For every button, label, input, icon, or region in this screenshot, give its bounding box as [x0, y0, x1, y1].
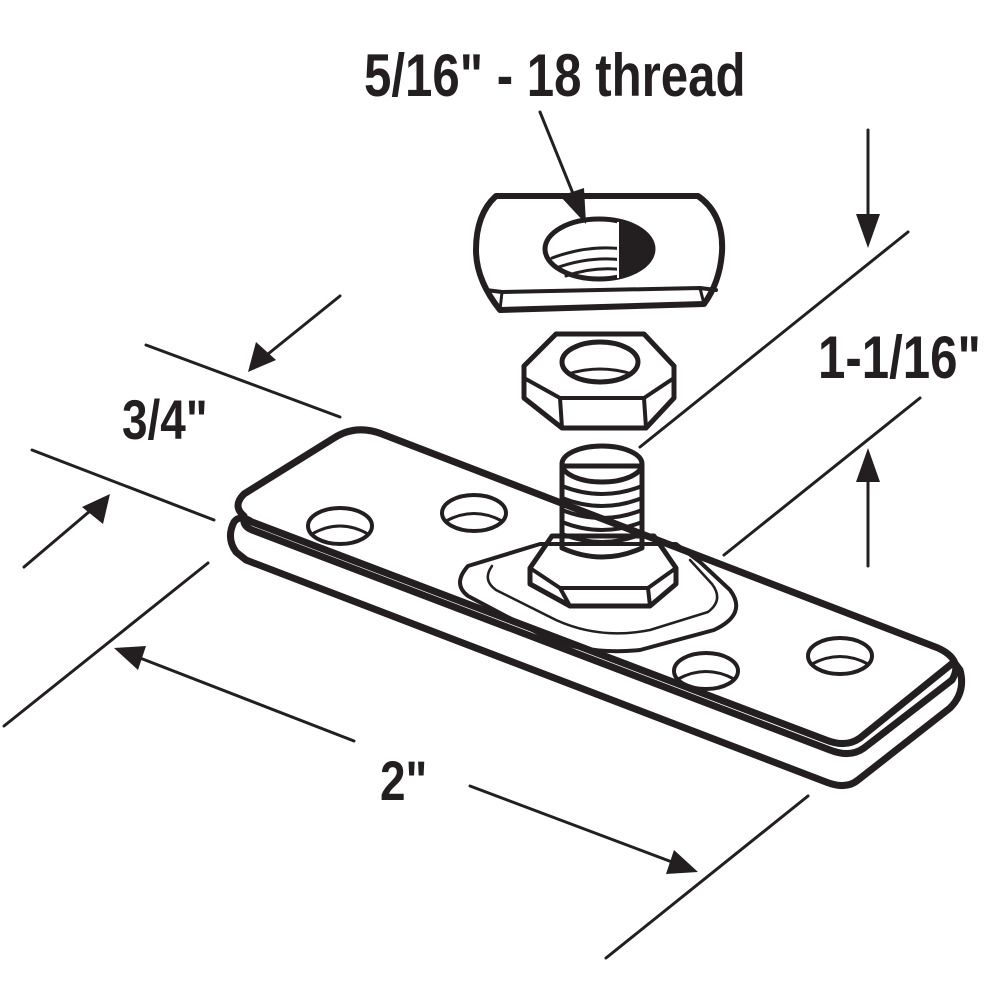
- plate-hole-2: [440, 493, 508, 533]
- hex-base: [527, 533, 679, 609]
- length-arrow-left: [114, 646, 356, 743]
- plate-hole-3: [672, 651, 740, 691]
- width-arrow-top: [248, 294, 342, 372]
- dimension-lines: [2, 110, 922, 960]
- plate-hole-1: [306, 506, 374, 546]
- height-arrow-top: [856, 128, 880, 248]
- thread-leader-arrow: [538, 110, 586, 224]
- thread-spec-label: 5/16" - 18 thread: [364, 42, 746, 109]
- tee-nut: [473, 193, 726, 313]
- mounting-plate: [227, 426, 966, 789]
- threaded-stud: [559, 443, 645, 560]
- plate-hole-4: [806, 636, 874, 676]
- width-arrow-bottom: [22, 494, 110, 569]
- hex-nut: [521, 331, 677, 431]
- width-dimension-label: 3/4": [122, 388, 208, 451]
- length-dimension-label: 2": [380, 749, 428, 812]
- height-dimension-label: 1-1/16": [818, 324, 981, 391]
- height-arrow-bottom: [856, 448, 880, 568]
- length-arrow-right: [468, 784, 698, 874]
